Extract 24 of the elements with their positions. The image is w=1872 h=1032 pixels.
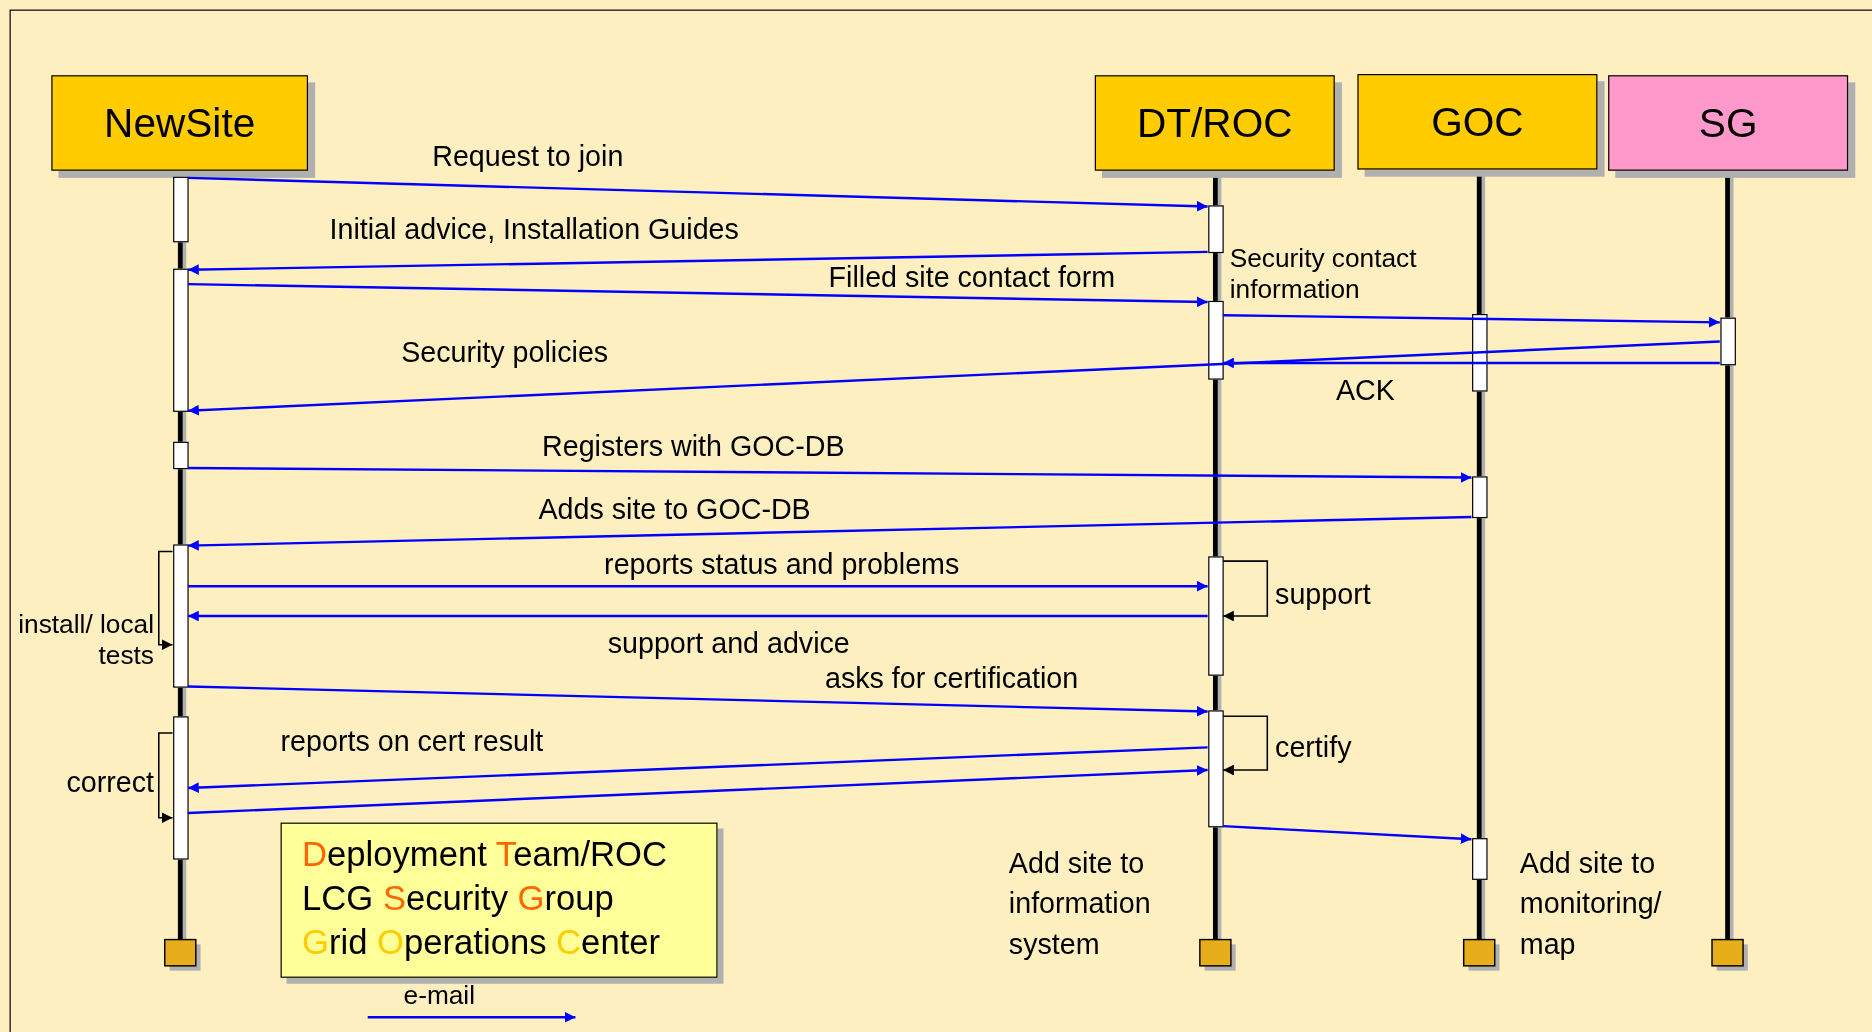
message-arrow (188, 250, 1208, 275)
self-message-arrow (1222, 715, 1269, 776)
message-arrow (188, 685, 1208, 717)
self-message-arrow (158, 550, 174, 651)
note-text: Add site to monitoring/ map (1519, 845, 1663, 962)
key-text: LCG Security Group (302, 877, 614, 919)
legend-text: e-mail (403, 980, 476, 1012)
message-arrow (188, 580, 1208, 592)
message-arrow (1223, 314, 1720, 328)
message-arrow (188, 466, 1472, 483)
message-arrow (1223, 824, 1472, 845)
key-text: Deployment Team/ROC (302, 833, 668, 874)
message-arrow (1223, 357, 1720, 369)
note-text: Add site to information system (1008, 845, 1152, 962)
key-text: Grid Operations Center (302, 921, 661, 963)
self-message-arrow (158, 732, 174, 824)
message-arrow (188, 340, 1720, 416)
message-arrow (188, 515, 1472, 551)
message-arrow (188, 176, 1208, 212)
message-arrow (188, 610, 1208, 622)
message-arrow (188, 746, 1208, 793)
message-arrow (188, 765, 1208, 815)
self-message-arrow (1222, 560, 1269, 622)
message-arrow (188, 282, 1208, 308)
